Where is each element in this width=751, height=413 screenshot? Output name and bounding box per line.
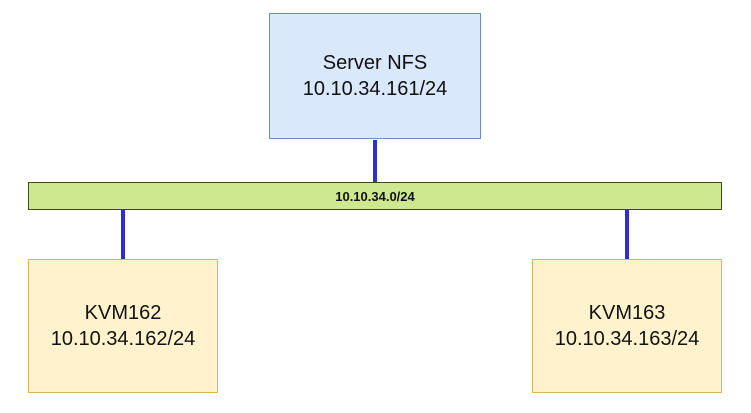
host-ip: 10.10.34.163/24 [554, 328, 700, 350]
host-name: KVM162 [84, 302, 162, 324]
host-name: KVM163 [588, 302, 666, 324]
kvm163-network-link [625, 210, 629, 259]
network-label: 10.10.34.0/24 [335, 188, 415, 204]
server-network-link [373, 140, 377, 182]
server-node[interactable]: Server NFS 10.10.34.161/24 [269, 13, 481, 139]
network-segment[interactable]: 10.10.34.0/24 [28, 182, 722, 210]
kvm162-network-link [121, 210, 125, 259]
server-name: Server NFS [322, 52, 428, 74]
host-node-kvm162[interactable]: KVM162 10.10.34.162/24 [28, 259, 218, 393]
host-ip: 10.10.34.162/24 [50, 328, 196, 350]
server-ip: 10.10.34.161/24 [302, 78, 448, 100]
host-node-kvm163[interactable]: KVM163 10.10.34.163/24 [532, 259, 722, 393]
